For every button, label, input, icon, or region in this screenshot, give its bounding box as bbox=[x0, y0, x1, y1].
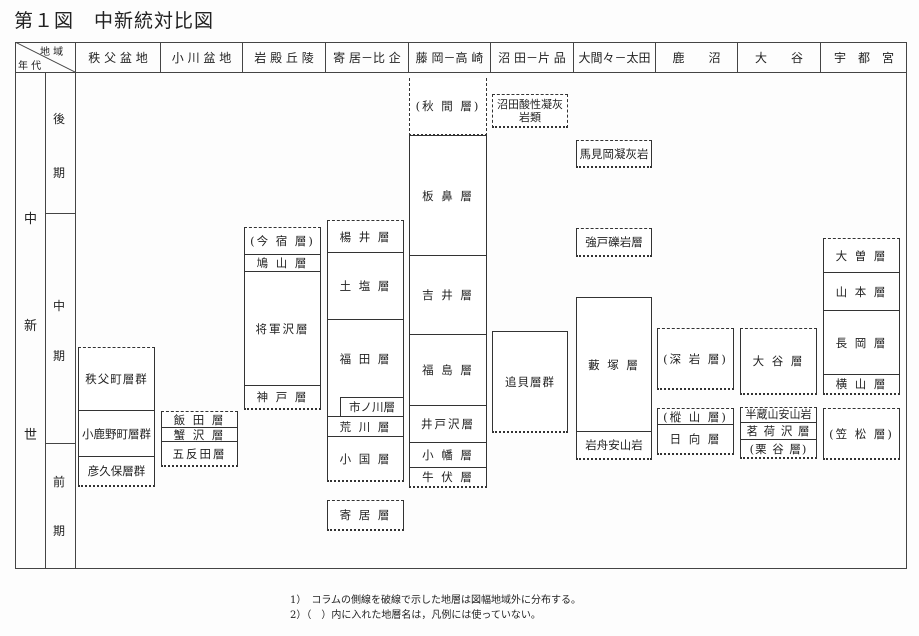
stage-early: 期 bbox=[53, 524, 66, 538]
region-header: 岩 殿 丘 陵 bbox=[242, 42, 325, 72]
layer-box: 山 本 層 bbox=[823, 272, 900, 311]
layer-box: (栗 谷 層) bbox=[740, 440, 817, 459]
layer-box: 岩舟安山岩 bbox=[576, 431, 652, 460]
table-frame bbox=[15, 42, 907, 569]
stage-late: 後 bbox=[53, 112, 66, 126]
region-header: 大間々－太田 bbox=[573, 42, 655, 72]
layer-box: 将軍沢層 bbox=[244, 271, 321, 386]
region-header: 沼 田－片 品 bbox=[490, 42, 573, 72]
stage-middle: 期 bbox=[53, 349, 66, 363]
layer-box: 日 向 層 bbox=[657, 424, 734, 455]
region-header: 寄 居－比 企 bbox=[325, 42, 408, 72]
epoch-char: 中 bbox=[24, 212, 38, 227]
figure-title: 第１図 中新統対比図 bbox=[14, 10, 215, 32]
footnote: 1） コラムの側線を破線で示した地層は図幅地域外に分布する。 bbox=[290, 595, 582, 606]
layer-box: 大 谷 層 bbox=[740, 328, 817, 395]
layer-box: 馬見岡凝灰岩 bbox=[576, 140, 652, 168]
epoch-char: 世 bbox=[24, 428, 38, 443]
layer-box: (深 岩 層) bbox=[657, 328, 734, 390]
late-middle-boundary bbox=[45, 213, 75, 214]
layer-box: 大 曽 層 bbox=[823, 238, 900, 273]
layer-box: 半蔵山安山岩 bbox=[740, 407, 817, 423]
layer-box: 長 岡 層 bbox=[823, 310, 900, 375]
layer-box: 横 山 層 bbox=[823, 374, 900, 395]
layer-box: 彦久保層群 bbox=[78, 456, 155, 487]
middle-early-boundary bbox=[45, 443, 75, 444]
age-column-divider bbox=[75, 42, 76, 569]
era-divider bbox=[45, 72, 46, 569]
region-header: 小 川 盆 地 bbox=[160, 42, 242, 72]
layer-box: 藪 塚 層 bbox=[576, 297, 652, 432]
epoch-char: 新 bbox=[24, 319, 38, 334]
layer-box: 沼田酸性凝灰岩類 bbox=[492, 94, 568, 128]
layer-box: 小 幡 層 bbox=[409, 442, 487, 468]
layer-box: 荒 川 層 bbox=[327, 416, 404, 437]
region-header: 秩 父 盆 地 bbox=[75, 42, 160, 72]
layer-box: 牛 伏 層 bbox=[409, 467, 487, 488]
footnote: 2）（ ）内に入れた地層名は，凡例には使っていない。 bbox=[290, 610, 541, 621]
layer-box: 市ノ川層 bbox=[340, 397, 404, 417]
region-header: 大 谷 bbox=[737, 42, 820, 72]
header-divider bbox=[15, 72, 907, 73]
diagonal-header-line bbox=[15, 42, 75, 72]
layer-box: 神 戸 層 bbox=[244, 385, 321, 410]
layer-box: 福 田 層 bbox=[327, 319, 404, 398]
layer-box: 福 島 層 bbox=[409, 334, 487, 406]
stage-late: 期 bbox=[53, 166, 66, 180]
layer-box: 小鹿野町層群 bbox=[78, 410, 155, 457]
stage-middle: 中 bbox=[53, 299, 66, 313]
layer-box: 鳩 山 層 bbox=[244, 254, 321, 272]
region-header: 宇 都 宮 bbox=[820, 42, 907, 72]
layer-box: 楊 井 層 bbox=[327, 220, 404, 253]
region-header: 鹿 沼 bbox=[655, 42, 737, 72]
region-header: 藤 岡－高 崎 bbox=[408, 42, 490, 72]
layer-box: 追貝層群 bbox=[492, 331, 568, 433]
header-age-label: 年 代 bbox=[18, 61, 42, 72]
layer-box: 小 国 層 bbox=[327, 436, 404, 482]
layer-box: (樅 山 層) bbox=[657, 408, 734, 425]
layer-box: 茗 荷 沢 層 bbox=[740, 423, 817, 440]
layer-box: 五反田層 bbox=[161, 441, 238, 467]
layer-box: (今 宿 層) bbox=[244, 227, 321, 255]
layer-box: 板 鼻 層 bbox=[409, 135, 487, 256]
header-region-label: 地 域 bbox=[40, 47, 64, 58]
layer-box: (笠 松 層) bbox=[823, 408, 900, 460]
layer-box: 飯 田 層 bbox=[161, 411, 238, 428]
layer-box: 蟹 沢 層 bbox=[161, 427, 238, 442]
layer-box: 吉 井 層 bbox=[409, 255, 487, 335]
layer-box: 秩父町層群 bbox=[78, 347, 155, 411]
layer-box: 土 塩 層 bbox=[327, 252, 404, 320]
stage-early: 前 bbox=[53, 475, 66, 489]
layer-box: (秋 間 層) bbox=[409, 78, 487, 136]
layer-box: 強戸礫岩層 bbox=[576, 228, 652, 257]
layer-box: 寄 居 層 bbox=[327, 500, 404, 531]
layer-box: 井戸沢層 bbox=[409, 405, 487, 443]
